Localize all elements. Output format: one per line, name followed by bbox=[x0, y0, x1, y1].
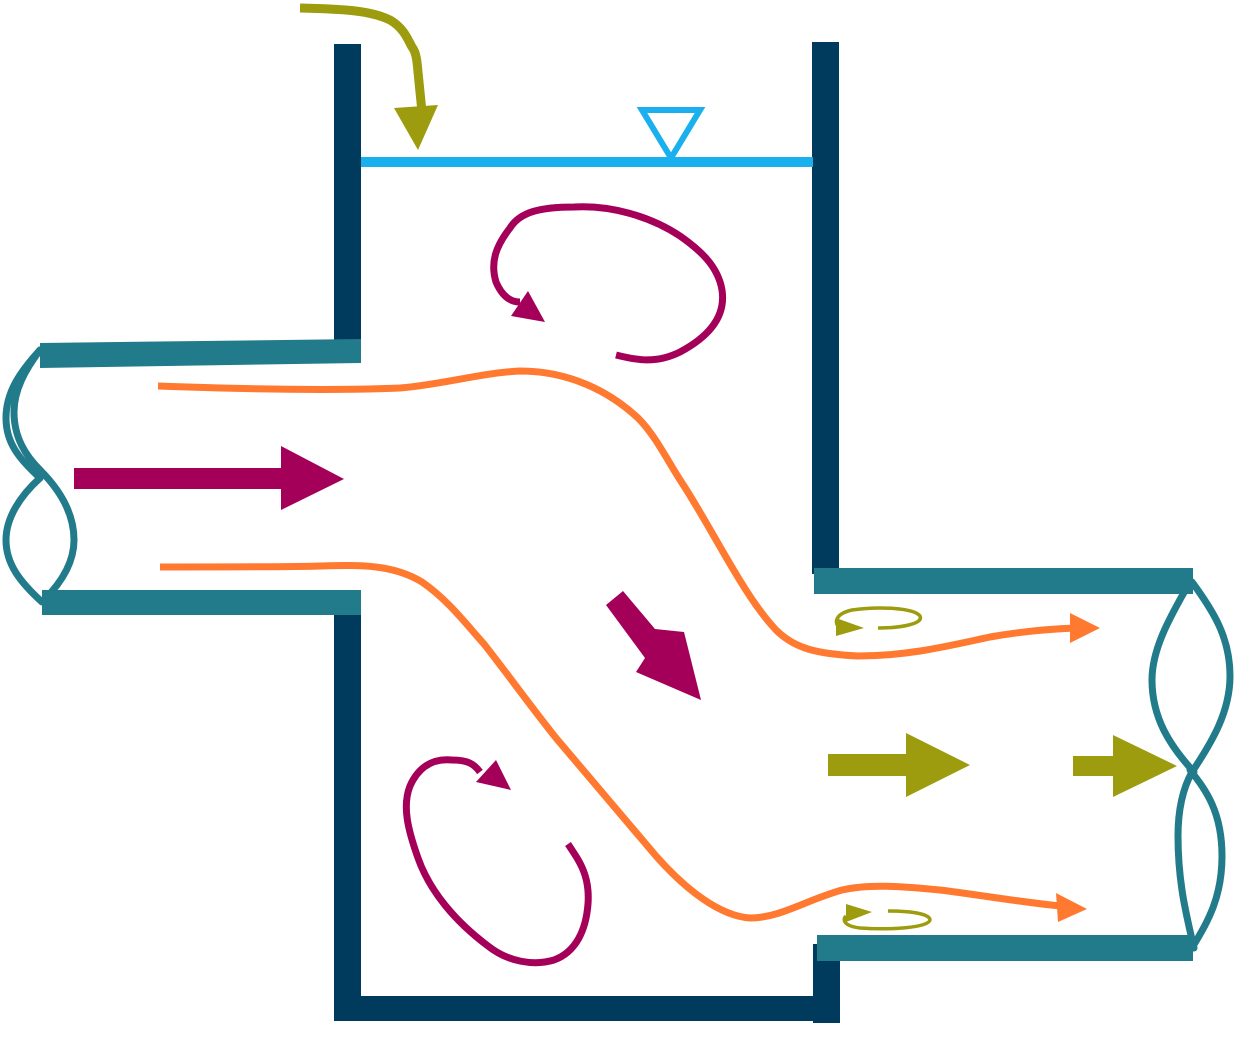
water-surface-line bbox=[361, 157, 813, 167]
outlet-pipe-bottom-wall bbox=[817, 935, 1193, 961]
lower-eddy bbox=[402, 756, 592, 967]
streamline-arrowheads bbox=[1056, 613, 1100, 922]
outlet-lower-corner-eddy-arrowhead bbox=[846, 904, 872, 922]
inlet-flow-arrow bbox=[74, 446, 344, 510]
outlet-break-upper-left bbox=[1148, 578, 1198, 776]
streamline-upper-arrowhead bbox=[1070, 613, 1100, 643]
eddies bbox=[402, 203, 727, 967]
inlet-break-upper-right bbox=[10, 346, 44, 474]
pipe-break-symbols bbox=[2, 346, 1234, 952]
outlet-flow-arrow-1 bbox=[828, 733, 970, 797]
inlet-break-lower-left bbox=[2, 474, 46, 606]
lower-eddy-arrowhead bbox=[476, 760, 511, 790]
streamline-upper bbox=[157, 367, 1076, 660]
outlet-flow-arrow-2 bbox=[1073, 735, 1177, 797]
streamline-lower-arrowhead bbox=[1056, 893, 1087, 922]
surface-inflow-arrow bbox=[299, 3, 438, 150]
inlet-pipe-bottom-wall bbox=[42, 590, 361, 615]
chamber-floor bbox=[334, 996, 839, 1021]
chamber-right-wall-upper bbox=[812, 42, 839, 574]
outlet-pipe bbox=[814, 568, 1193, 961]
chamber-left-wall-lower bbox=[334, 615, 361, 1021]
flow-arrows bbox=[74, 446, 1177, 797]
outlet-pipe-top-wall bbox=[814, 568, 1193, 594]
outlet-lower-corner-eddy bbox=[842, 909, 932, 931]
surface-inflow-arrow-shaft bbox=[299, 3, 427, 113]
surface-inflow-arrow-head bbox=[394, 105, 438, 150]
outlet-break-lower-right bbox=[1186, 766, 1226, 952]
chamber bbox=[334, 42, 840, 1023]
streamlines bbox=[157, 367, 1076, 922]
outlet-break-lower-left bbox=[1174, 768, 1198, 952]
inlet-pipe bbox=[40, 339, 361, 615]
chamber-diagonal-flow-arrow bbox=[606, 591, 701, 700]
water-surface bbox=[361, 107, 813, 167]
streamline-lower bbox=[159, 562, 1061, 922]
outlet-upper-corner-eddy-arrowhead bbox=[836, 618, 864, 636]
outlet-break-upper-right bbox=[1188, 578, 1234, 776]
inlet-pipe-top-wall bbox=[40, 339, 361, 368]
water-surface-symbol-icon bbox=[636, 107, 706, 164]
upper-eddy-arrowhead bbox=[511, 291, 545, 322]
inlet-break-lower-right bbox=[36, 466, 78, 604]
corner-eddies bbox=[834, 606, 932, 931]
upper-eddy bbox=[490, 203, 727, 364]
chamber-left-wall-upper bbox=[334, 44, 361, 340]
